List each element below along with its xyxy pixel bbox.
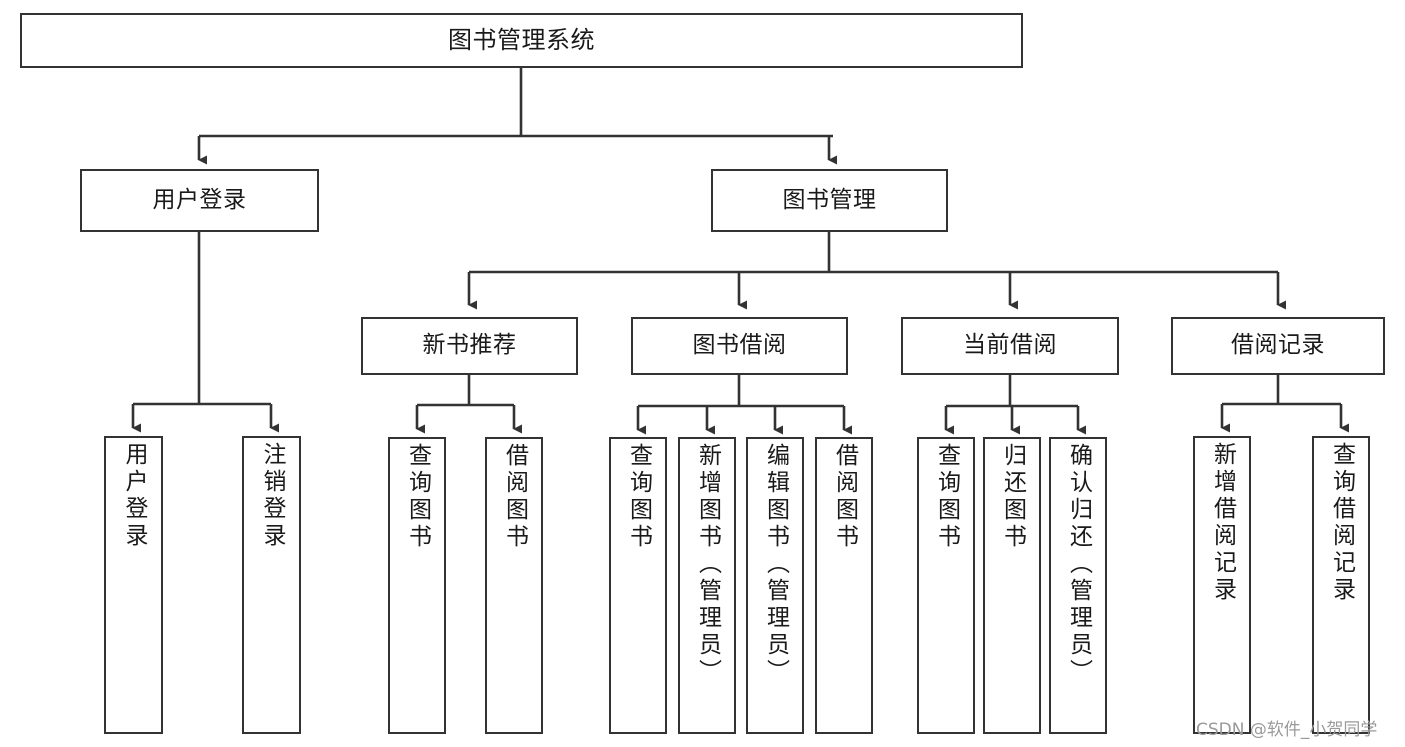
- node-borrow-record[interactable]: 借阅记录: [1171, 317, 1385, 375]
- node-label: 新增图书（管理员）: [694, 443, 721, 686]
- leaf-borrow-edit-book-admin[interactable]: 编辑图书（管理员）: [746, 437, 804, 734]
- node-book-borrow[interactable]: 图书借阅: [631, 317, 848, 375]
- node-label: 用户登录: [121, 442, 147, 550]
- node-current-borrow[interactable]: 当前借阅: [901, 317, 1119, 375]
- leaf-current-return-book[interactable]: 归还图书: [983, 437, 1041, 734]
- node-label: 编辑图书（管理员）: [762, 443, 789, 686]
- node-label: 借阅图书: [501, 443, 528, 551]
- node-label: 确认归还（管理员）: [1065, 443, 1092, 686]
- node-label: 图书借阅: [692, 332, 787, 359]
- node-label: 借阅记录: [1231, 332, 1325, 359]
- leaf-current-confirm-return-admin[interactable]: 确认归还（管理员）: [1049, 437, 1107, 734]
- leaf-user-login-logout[interactable]: 注销登录: [242, 436, 301, 734]
- node-label: 归还图书: [999, 443, 1026, 551]
- leaf-borrow-borrow-book[interactable]: 借阅图书: [815, 437, 873, 734]
- leaf-borrow-query-book[interactable]: 查询图书: [609, 437, 667, 734]
- node-label: 查询图书: [933, 443, 960, 551]
- leaf-record-query-record[interactable]: 查询借阅记录: [1312, 436, 1370, 734]
- node-label: 查询借阅记录: [1328, 442, 1355, 604]
- leaf-new-book-query[interactable]: 查询图书: [388, 437, 446, 734]
- node-label: 当前借阅: [963, 332, 1057, 359]
- leaf-user-login-login[interactable]: 用户登录: [104, 436, 163, 734]
- node-label: 注销登录: [259, 442, 285, 550]
- node-label: 用户登录: [152, 186, 247, 213]
- leaf-new-book-borrow[interactable]: 借阅图书: [485, 437, 543, 734]
- node-user-login[interactable]: 用户登录: [80, 169, 319, 232]
- node-root-system[interactable]: 图书管理系统: [20, 13, 1023, 68]
- node-book-management[interactable]: 图书管理: [711, 169, 948, 232]
- node-label: 新增借阅记录: [1209, 442, 1236, 604]
- node-label: 图书管理: [782, 186, 877, 213]
- node-label: 新书推荐: [422, 332, 517, 359]
- node-label: 图书管理系统: [448, 26, 595, 55]
- node-label: 借阅图书: [831, 443, 858, 551]
- node-label: 查询图书: [625, 443, 652, 551]
- node-label: 查询图书: [404, 443, 431, 551]
- node-new-book-recommend[interactable]: 新书推荐: [361, 317, 578, 375]
- leaf-borrow-add-book-admin[interactable]: 新增图书（管理员）: [678, 437, 736, 734]
- leaf-current-query-book[interactable]: 查询图书: [917, 437, 975, 734]
- leaf-record-add-record[interactable]: 新增借阅记录: [1193, 436, 1251, 734]
